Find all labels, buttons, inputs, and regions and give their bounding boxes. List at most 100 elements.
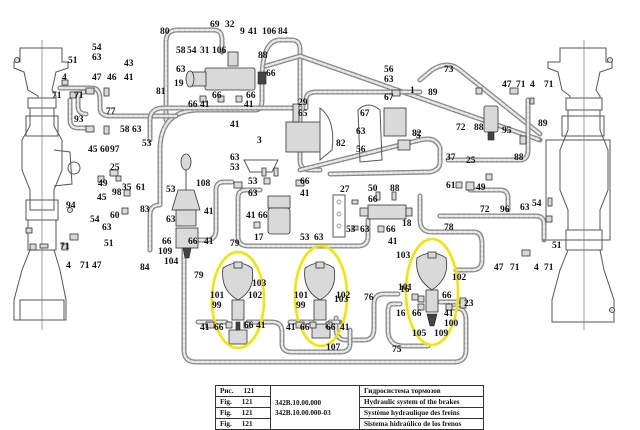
part-label: 66 bbox=[244, 321, 254, 331]
part-label: 53 bbox=[300, 233, 310, 243]
part-label: 41 bbox=[248, 27, 258, 37]
part-label: 66 bbox=[212, 91, 222, 101]
caption-row: Рис.121 342B.10.00.000 342B.10.00.000-03… bbox=[215, 385, 484, 430]
left-wheel-axle bbox=[13, 40, 81, 330]
part-label: 27 bbox=[340, 185, 350, 195]
part-label: 71 bbox=[74, 91, 84, 101]
part-label: 73 bbox=[444, 65, 454, 75]
highlight-accumulator-2 bbox=[293, 244, 349, 348]
caption-table: Рис.121 342B.10.00.000 342B.10.00.000-03… bbox=[215, 385, 484, 430]
part-label: 49 bbox=[98, 179, 108, 189]
part-label: 103 bbox=[334, 295, 349, 305]
part-label: 47 bbox=[92, 261, 102, 271]
fitting bbox=[417, 295, 425, 303]
fitting bbox=[29, 243, 37, 251]
fitting bbox=[295, 321, 305, 329]
part-label: 71 bbox=[52, 91, 62, 101]
part-label: 29 bbox=[298, 98, 308, 108]
part-label: 106 bbox=[262, 27, 277, 37]
part-label: 89 bbox=[538, 119, 548, 129]
caption-title-en: Hydraulic system of the brakes bbox=[359, 396, 484, 408]
part-label: 71 bbox=[80, 261, 90, 271]
part-label: 37 bbox=[446, 153, 456, 163]
part-label: 18 bbox=[402, 219, 412, 229]
part-label: 53 bbox=[346, 225, 356, 235]
part-label: 99 bbox=[212, 301, 222, 311]
part-label: 76 bbox=[364, 293, 374, 303]
part-label: 3 bbox=[257, 136, 262, 146]
part-label: 63 bbox=[132, 125, 142, 135]
fitting bbox=[109, 169, 119, 177]
part-label: 81 bbox=[156, 87, 166, 97]
part-label: 102 bbox=[336, 291, 351, 301]
part-label: 31 bbox=[200, 46, 210, 56]
part-label: 66 bbox=[162, 237, 172, 247]
fitting bbox=[351, 199, 359, 205]
fitting bbox=[309, 321, 317, 329]
fitting bbox=[199, 95, 207, 103]
part-label: 54 bbox=[187, 46, 197, 56]
part-label: 49 bbox=[476, 183, 486, 193]
distributor bbox=[359, 204, 413, 220]
fitting bbox=[295, 179, 305, 187]
part-label: 51 bbox=[552, 241, 562, 251]
solenoid-valve bbox=[483, 105, 499, 141]
part-label: 66 bbox=[412, 309, 422, 319]
line-right-loop bbox=[467, 187, 511, 213]
part-label: 101 bbox=[210, 291, 225, 301]
part-label: 53 bbox=[142, 139, 152, 149]
part-label: 41 bbox=[244, 100, 254, 110]
caption-row: Fig.121 Système hydraulique des freins bbox=[215, 407, 484, 419]
part-label: 53 bbox=[166, 185, 176, 195]
part-label: 4 bbox=[66, 261, 71, 271]
right-wheel-axle bbox=[545, 40, 615, 330]
part-label: 71 bbox=[544, 80, 554, 90]
part-label: 77 bbox=[106, 107, 116, 117]
part-label: 56 bbox=[384, 65, 394, 75]
part-label: 96 bbox=[500, 205, 510, 215]
part-label: 63 bbox=[92, 53, 102, 63]
part-label: 46 bbox=[107, 73, 117, 83]
part-label: 51 bbox=[68, 56, 78, 66]
filter bbox=[267, 195, 291, 235]
part-label: 41 bbox=[256, 321, 266, 331]
line-73 bbox=[417, 62, 543, 137]
part-label: 45 bbox=[97, 193, 107, 203]
caption-title-es: Sistema hidraúlico de los frenos bbox=[359, 418, 484, 430]
part-label: 41 bbox=[200, 323, 210, 333]
part-label: 41 bbox=[200, 100, 210, 110]
part-label: 105 bbox=[412, 329, 427, 339]
part-label: 41 bbox=[230, 120, 240, 130]
part-label: 109 bbox=[158, 247, 173, 257]
part-label: 41 bbox=[286, 323, 296, 333]
fitting bbox=[375, 191, 381, 201]
part-label: 56 bbox=[356, 145, 366, 155]
part-label: 102 bbox=[452, 273, 467, 283]
drawing-codes: 342B.10.00.000 342B.10.00.000-03 bbox=[270, 385, 360, 430]
line-72 bbox=[263, 53, 543, 143]
fitting bbox=[217, 95, 225, 103]
mounting-bracket bbox=[332, 194, 346, 238]
part-label: 88 bbox=[474, 123, 484, 133]
part-label: 79 bbox=[230, 239, 240, 249]
part-label: 63 bbox=[384, 75, 394, 85]
part-label: 63 bbox=[102, 223, 112, 233]
fitting bbox=[103, 125, 110, 135]
part-label: 66 bbox=[188, 237, 198, 247]
part-label: 63 bbox=[166, 215, 176, 225]
caption-fig-ref: Fig.121 bbox=[215, 418, 271, 430]
part-label: 67 bbox=[360, 109, 370, 119]
fitting bbox=[225, 321, 233, 329]
bracket-3 bbox=[243, 159, 279, 173]
line-78 bbox=[417, 193, 485, 273]
part-label: 54 bbox=[92, 43, 102, 53]
accumulator-1 bbox=[222, 261, 254, 345]
fitting bbox=[85, 125, 95, 133]
part-label: 43 bbox=[124, 59, 134, 69]
part-label: 93 bbox=[74, 115, 84, 125]
brake-master-cylinder bbox=[285, 103, 334, 162]
part-label: 66 bbox=[442, 291, 452, 301]
part-label: 41 bbox=[340, 323, 350, 333]
drawing-code: 342B.10.00.000-03 bbox=[275, 408, 331, 417]
part-label: 83 bbox=[140, 205, 150, 215]
